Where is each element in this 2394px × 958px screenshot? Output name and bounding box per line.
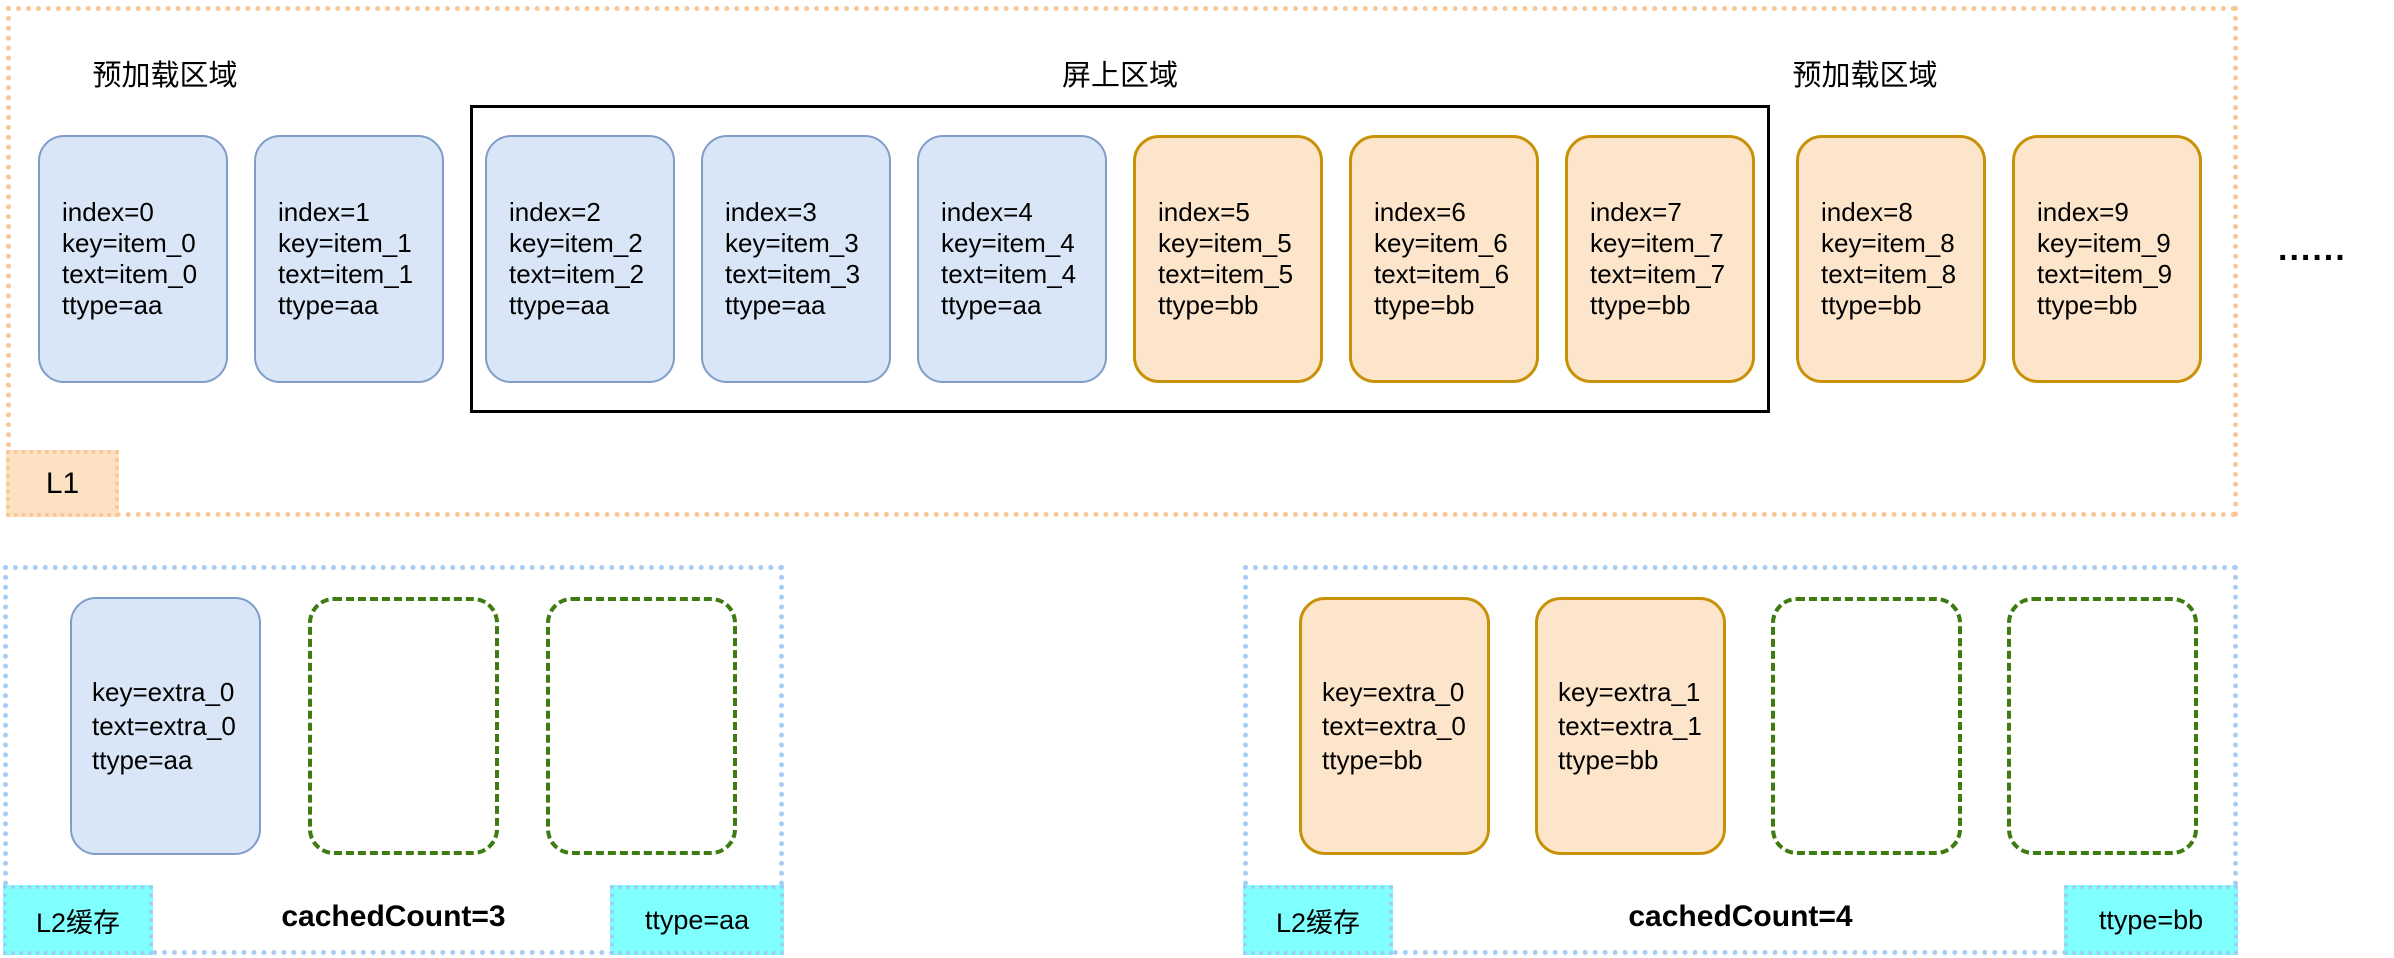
card-text: text=item_7 — [1590, 259, 1726, 289]
card-key: key=item_8 — [1821, 228, 1955, 258]
card-text: text=extra_0 — [1322, 711, 1466, 741]
card-ttype: ttype=bb — [1158, 290, 1259, 320]
empty-cache-slot — [1771, 597, 1962, 855]
card-ttype: ttype=bb — [1322, 745, 1423, 775]
extra-card-bb-1: key=extra_1 text=extra_1 ttype=bb — [1535, 597, 1726, 855]
l2-cache-tag: L2缓存 — [1243, 885, 1393, 955]
item-card-0: index=0 key=item_0 text=item_0 ttype=aa — [38, 135, 228, 383]
item-card-1: index=1 key=item_1 text=item_1 ttype=aa — [254, 135, 444, 383]
ttype-bb-badge: ttype=bb — [2064, 885, 2238, 955]
card-key: key=item_0 — [62, 228, 196, 258]
item-card-2: index=2 key=item_2 text=item_2 ttype=aa — [485, 135, 675, 383]
empty-cache-slot — [546, 597, 737, 855]
card-key: key=item_7 — [1590, 228, 1724, 258]
card-text: text=item_2 — [509, 259, 645, 289]
card-key: key=item_3 — [725, 228, 859, 258]
card-text: text=item_0 — [62, 259, 198, 289]
card-text: text=item_9 — [2037, 259, 2173, 289]
empty-cache-slot — [2007, 597, 2198, 855]
card-index: index=5 — [1158, 197, 1250, 227]
onscreen-region-box: index=2 key=item_2 text=item_2 ttype=aa … — [470, 105, 1770, 413]
item-card-3: index=3 key=item_3 text=item_3 ttype=aa — [701, 135, 891, 383]
card-key: key=extra_0 — [92, 677, 235, 707]
more-items-ellipsis: ...... — [2278, 230, 2347, 268]
item-card-9: index=9 key=item_9 text=item_9 ttype=bb — [2012, 135, 2202, 383]
card-key: key=extra_1 — [1558, 677, 1701, 707]
l2-cache-aa-container: key=extra_0 text=extra_0 ttype=aa L2缓存 c… — [3, 565, 784, 955]
card-text: text=item_3 — [725, 259, 861, 289]
item-card-6: index=6 key=item_6 text=item_6 ttype=bb — [1349, 135, 1539, 383]
item-card-8: index=8 key=item_8 text=item_8 ttype=bb — [1796, 135, 1986, 383]
card-index: index=3 — [725, 197, 817, 227]
onscreen-area-label: 屏上区域 — [1061, 60, 1179, 92]
l2-cache-bb-container: key=extra_0 text=extra_0 ttype=bb key=ex… — [1243, 565, 2238, 955]
cached-count-label: cachedCount=4 — [1628, 900, 1853, 933]
card-ttype: ttype=aa — [62, 290, 163, 320]
card-ttype: ttype=bb — [1590, 290, 1691, 320]
card-ttype: ttype=aa — [278, 290, 379, 320]
card-text: text=item_6 — [1374, 259, 1510, 289]
item-card-5: index=5 key=item_5 text=item_5 ttype=bb — [1133, 135, 1323, 383]
card-index: index=0 — [62, 197, 154, 227]
item-card-4: index=4 key=item_4 text=item_4 ttype=aa — [917, 135, 1107, 383]
card-ttype: ttype=bb — [1374, 290, 1475, 320]
card-ttype: ttype=bb — [2037, 290, 2138, 320]
l2-cache-tag: L2缓存 — [3, 885, 153, 955]
card-ttype: ttype=aa — [725, 290, 826, 320]
card-key: key=item_6 — [1374, 228, 1508, 258]
card-index: index=1 — [278, 197, 370, 227]
l2-aa-slots-row: key=extra_0 text=extra_0 ttype=aa — [70, 597, 737, 855]
card-index: index=8 — [1821, 197, 1913, 227]
card-key: key=item_9 — [2037, 228, 2171, 258]
card-index: index=6 — [1374, 197, 1466, 227]
card-ttype: ttype=aa — [92, 745, 193, 775]
preload-area-label-right: 预加载区域 — [1792, 60, 1938, 92]
card-text: text=extra_0 — [92, 711, 236, 741]
extra-card-aa-0: key=extra_0 text=extra_0 ttype=aa — [70, 597, 261, 855]
cached-count-label: cachedCount=3 — [281, 900, 506, 933]
preload-area-label-left: 预加载区域 — [92, 60, 238, 92]
card-index: index=4 — [941, 197, 1033, 227]
card-index: index=9 — [2037, 197, 2129, 227]
card-index: index=7 — [1590, 197, 1682, 227]
card-ttype: ttype=aa — [509, 290, 610, 320]
card-key: key=item_2 — [509, 228, 643, 258]
empty-cache-slot — [308, 597, 499, 855]
card-index: index=2 — [509, 197, 601, 227]
card-text: text=extra_1 — [1558, 711, 1702, 741]
card-text: text=item_8 — [1821, 259, 1957, 289]
item-card-7: index=7 key=item_7 text=item_7 ttype=bb — [1565, 135, 1755, 383]
card-text: text=item_1 — [278, 259, 414, 289]
card-text: text=item_5 — [1158, 259, 1294, 289]
card-key: key=extra_0 — [1322, 677, 1465, 707]
card-key: key=item_1 — [278, 228, 412, 258]
card-text: text=item_4 — [941, 259, 1077, 289]
l1-cards-row: index=0 key=item_0 text=item_0 ttype=aa … — [11, 105, 2202, 413]
ttype-aa-badge: ttype=aa — [610, 885, 784, 955]
card-key: key=item_5 — [1158, 228, 1292, 258]
l1-container: 预加载区域 屏上区域 预加载区域 index=0 key=item_0 text… — [6, 6, 2238, 517]
card-ttype: ttype=bb — [1558, 745, 1659, 775]
card-ttype: ttype=aa — [941, 290, 1042, 320]
l1-tag: L1 — [6, 450, 119, 517]
extra-card-bb-0: key=extra_0 text=extra_0 ttype=bb — [1299, 597, 1490, 855]
card-key: key=item_4 — [941, 228, 1075, 258]
l2-bb-slots-row: key=extra_0 text=extra_0 ttype=bb key=ex… — [1299, 597, 2198, 855]
card-ttype: ttype=bb — [1821, 290, 1922, 320]
